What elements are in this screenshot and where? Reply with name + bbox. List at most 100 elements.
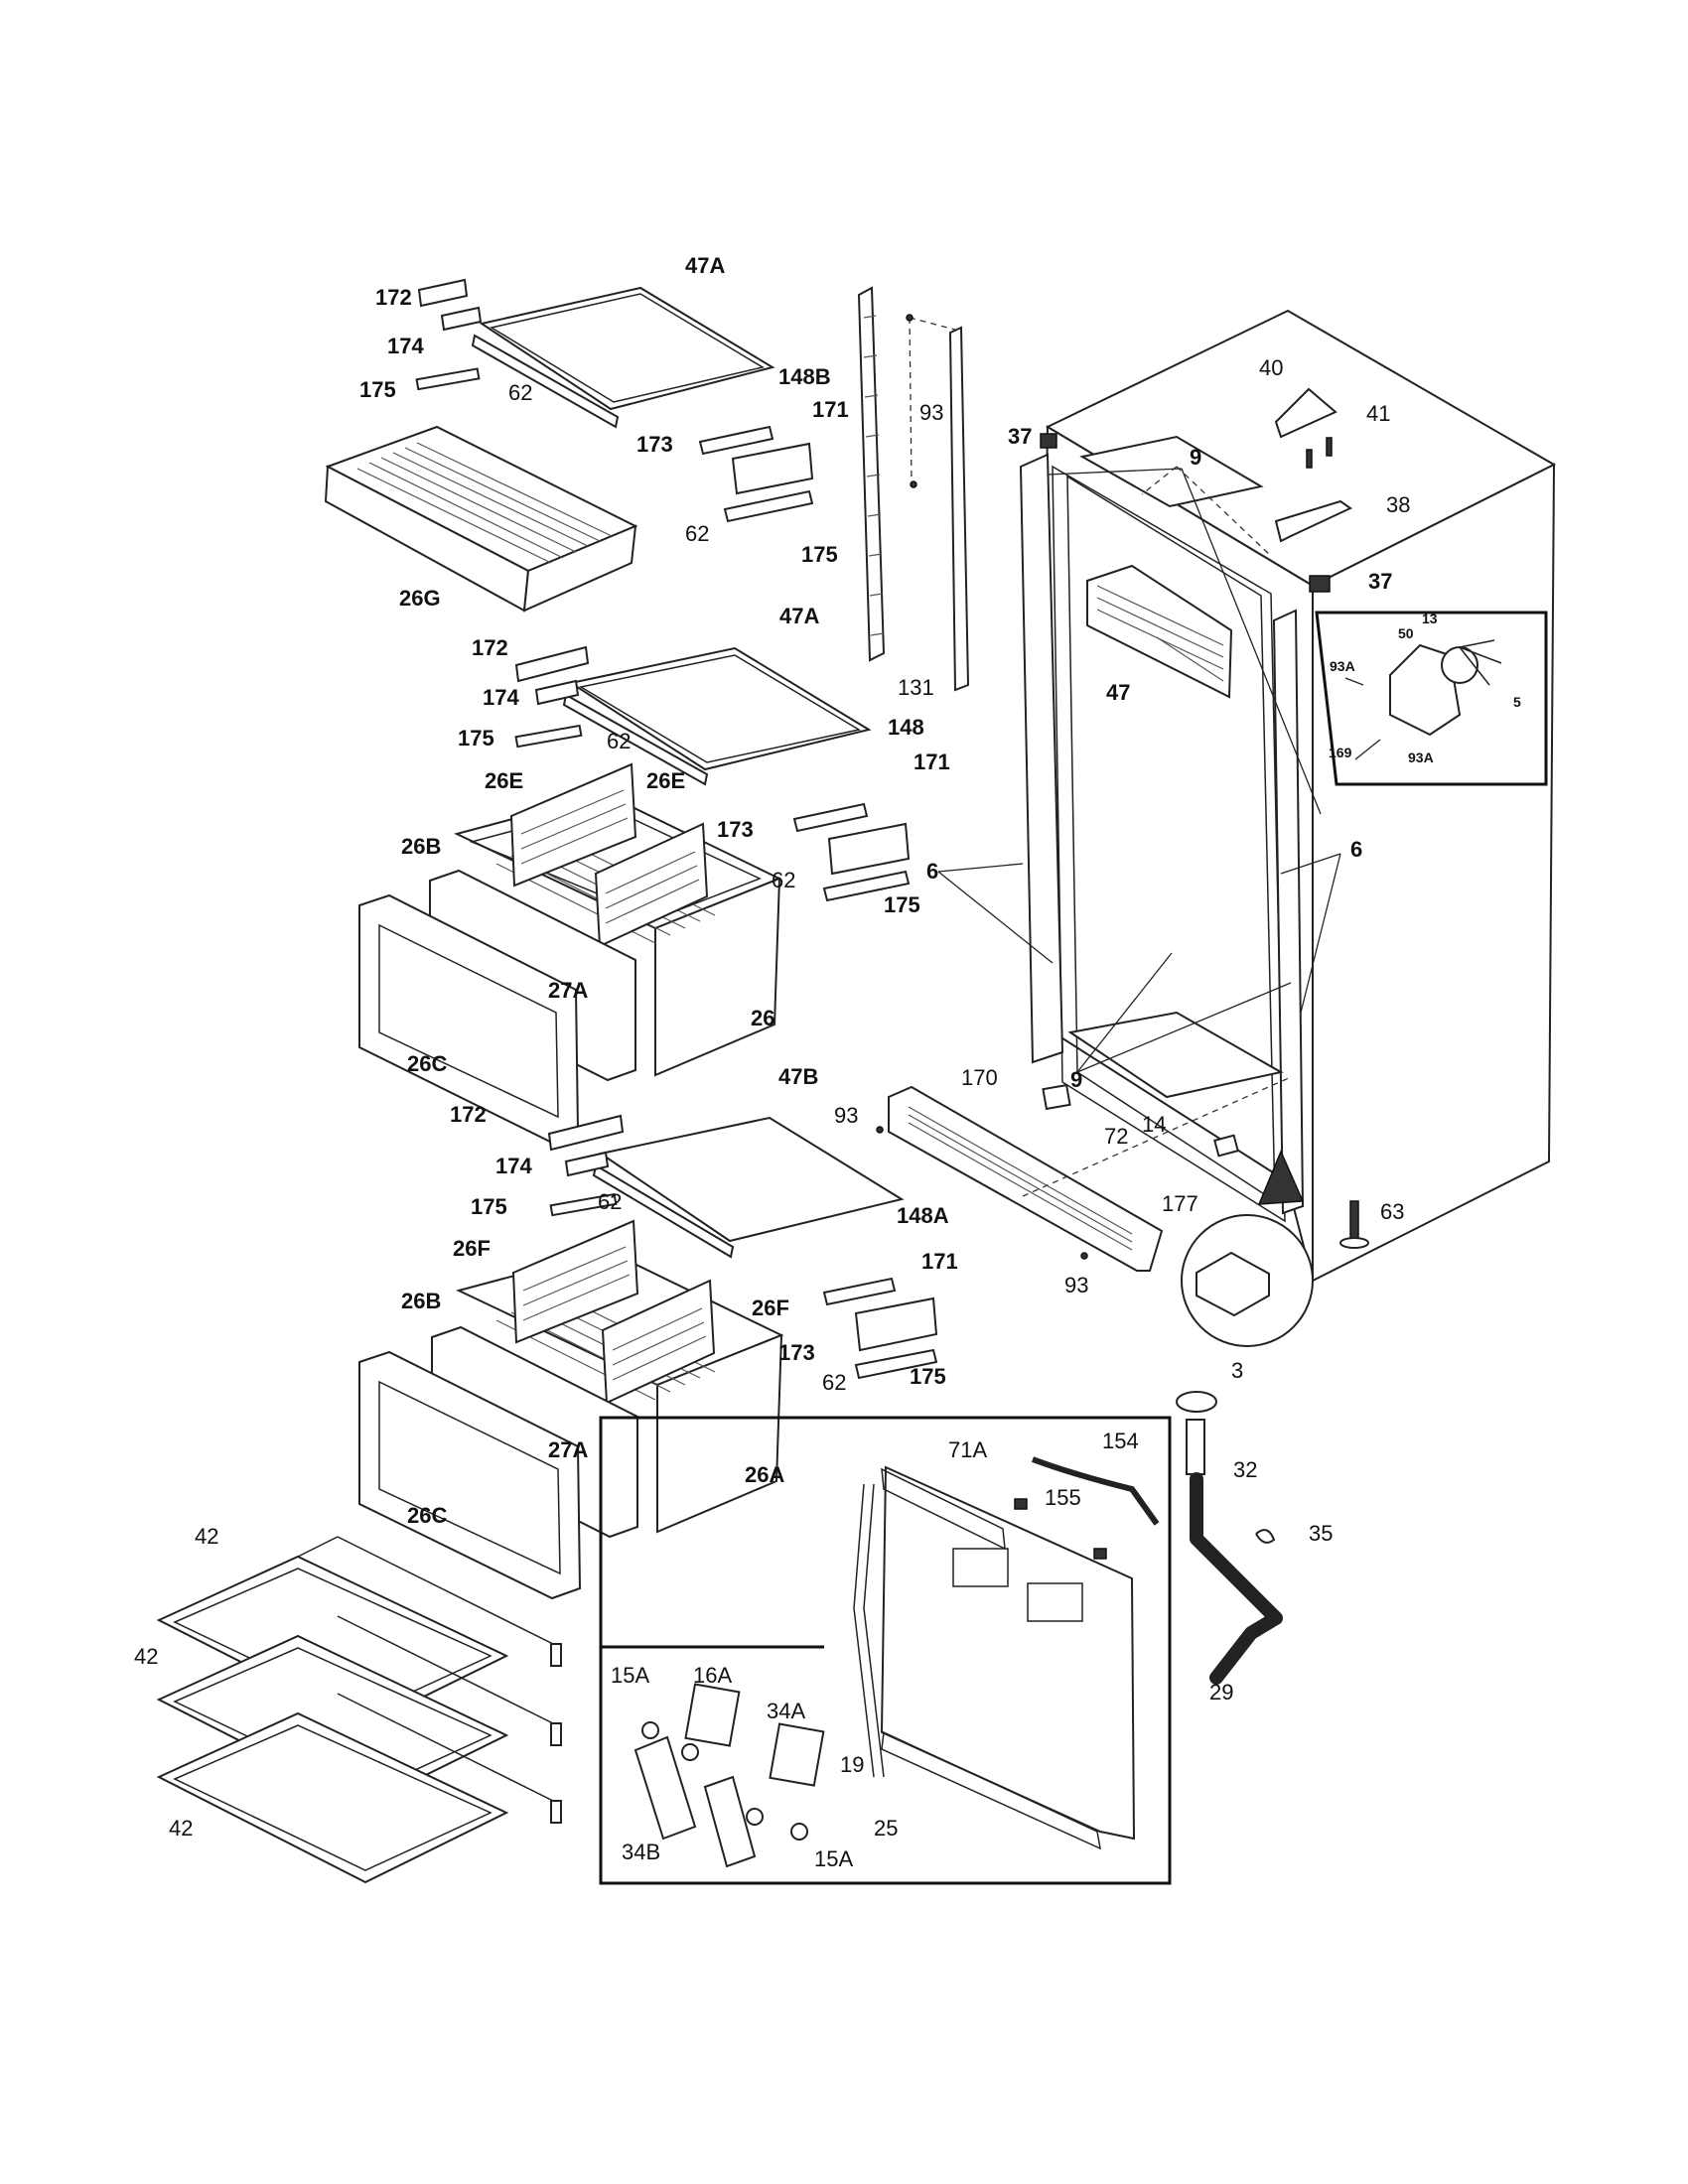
callout-l14: 14 (1142, 1112, 1166, 1137)
callout-l27Aa: 27A (548, 978, 588, 1003)
callout-l34B: 34B (622, 1840, 660, 1864)
callout-l26Fb: 26F (752, 1296, 789, 1320)
callout-l26Cb: 26C (407, 1503, 447, 1528)
callout-l174c: 174 (495, 1154, 532, 1178)
callout-l32: 32 (1233, 1457, 1257, 1482)
callout-l6a: 6 (926, 859, 938, 884)
callout-l62f: 62 (822, 1370, 846, 1395)
callout-l19: 19 (840, 1752, 864, 1777)
inset-callout-i5: 5 (1513, 694, 1521, 710)
callout-l71A: 71A (948, 1437, 987, 1462)
lower-inset (599, 1416, 1172, 1885)
callout-l9a: 9 (1190, 445, 1201, 470)
drain-assembly (1176, 1391, 1283, 1685)
callout-l175f: 175 (910, 1364, 946, 1389)
inset-callout-i169: 169 (1329, 745, 1352, 760)
callout-l62e: 62 (598, 1189, 622, 1214)
inset-callout-i13: 13 (1422, 611, 1438, 626)
callout-l171c: 171 (921, 1249, 958, 1274)
callout-l26Bb: 26B (401, 1289, 441, 1313)
magnifier-177 (1181, 1150, 1314, 1347)
inset-callout-i93Ab: 93A (1408, 750, 1434, 765)
callout-l172b: 172 (472, 635, 508, 660)
callout-l175a: 175 (359, 377, 396, 402)
callout-l62a: 62 (508, 380, 532, 405)
callout-l170: 170 (961, 1065, 998, 1090)
callout-l6b: 6 (1350, 837, 1362, 862)
callout-l26G: 26G (399, 586, 441, 611)
callout-l15Ab: 15A (814, 1846, 853, 1871)
inset-callout-i93Aa: 93A (1330, 658, 1355, 674)
drawer-26-assembly (358, 762, 782, 1144)
callout-l26a: 26 (751, 1006, 774, 1030)
callout-l148: 148 (888, 715, 924, 740)
callout-l62d: 62 (772, 868, 795, 892)
fan-inset (1315, 611, 1548, 786)
callout-l9b: 9 (1070, 1067, 1082, 1092)
callout-l62b: 62 (685, 521, 709, 546)
callout-l25: 25 (874, 1816, 898, 1841)
fan-inset-labels: 13 50 93A 5 169 93A (1329, 611, 1521, 765)
callout-l27Ab: 27A (548, 1437, 588, 1462)
callout-l148A: 148A (897, 1203, 949, 1228)
callout-l175c: 175 (458, 726, 494, 751)
callout-l16A: 16A (693, 1663, 732, 1688)
callout-l26Ea: 26E (485, 768, 523, 793)
callout-l29: 29 (1209, 1680, 1233, 1705)
callout-l93a: 93 (919, 400, 943, 425)
callout-l47Ab: 47A (779, 604, 819, 628)
callout-l172a: 172 (375, 285, 412, 310)
callout-l63: 63 (1380, 1199, 1404, 1224)
cabinet (937, 309, 1557, 1283)
callout-l26A: 26A (745, 1462, 784, 1487)
callout-l173a: 173 (636, 432, 673, 457)
callout-l173c: 173 (778, 1340, 815, 1365)
callout-l26Eb: 26E (646, 768, 685, 793)
pan-26g (324, 425, 638, 613)
callout-l148B: 148B (778, 364, 831, 389)
callout-l171b: 171 (914, 750, 950, 774)
callout-l37a: 37 (1008, 424, 1032, 449)
callout-l177: 177 (1162, 1191, 1198, 1216)
callout-l42b: 42 (134, 1644, 158, 1669)
callout-l42c: 42 (169, 1816, 193, 1841)
callout-l155: 155 (1045, 1485, 1081, 1510)
callout-l3: 3 (1231, 1358, 1243, 1383)
callout-l26Ca: 26C (407, 1051, 447, 1076)
callout-l34A: 34A (767, 1699, 805, 1723)
callout-l37b: 37 (1368, 569, 1392, 594)
wire-shelves-42 (156, 1536, 562, 1884)
callout-l62c: 62 (607, 729, 631, 753)
callout-l15Aa: 15A (611, 1663, 649, 1688)
callout-l171a: 171 (812, 397, 849, 422)
callout-l174b: 174 (483, 685, 519, 710)
callout-l35: 35 (1309, 1521, 1333, 1546)
toe-grille-72 (876, 1076, 1292, 1272)
shelf-top-assembly (415, 278, 814, 523)
callout-l174a: 174 (387, 334, 424, 358)
callout-l93c: 93 (1064, 1273, 1088, 1297)
callout-l26Ba: 26B (401, 834, 441, 859)
callout-l93b: 93 (834, 1103, 858, 1128)
callout-l38: 38 (1386, 492, 1410, 517)
callout-l175d: 175 (884, 892, 920, 917)
callout-l173b: 173 (717, 817, 754, 842)
shelf-middle-assembly (514, 645, 911, 902)
callout-l172c: 172 (450, 1102, 487, 1127)
drawer-26a-assembly (358, 1219, 784, 1600)
callout-l47B: 47B (778, 1064, 818, 1089)
callout-l72: 72 (1104, 1124, 1128, 1149)
callout-l42a: 42 (195, 1524, 218, 1549)
callout-l41: 41 (1366, 401, 1390, 426)
callout-l131: 131 (898, 675, 934, 700)
callout-l154: 154 (1102, 1429, 1139, 1453)
callout-l175b: 175 (801, 542, 838, 567)
callout-l47Aa: 47A (685, 253, 725, 278)
callout-l26Fa: 26F (453, 1236, 491, 1261)
inset-callout-i50: 50 (1398, 625, 1414, 641)
shelf-lower-assembly (547, 1114, 938, 1380)
callout-l40: 40 (1259, 355, 1283, 380)
callout-l175e: 175 (471, 1194, 507, 1219)
